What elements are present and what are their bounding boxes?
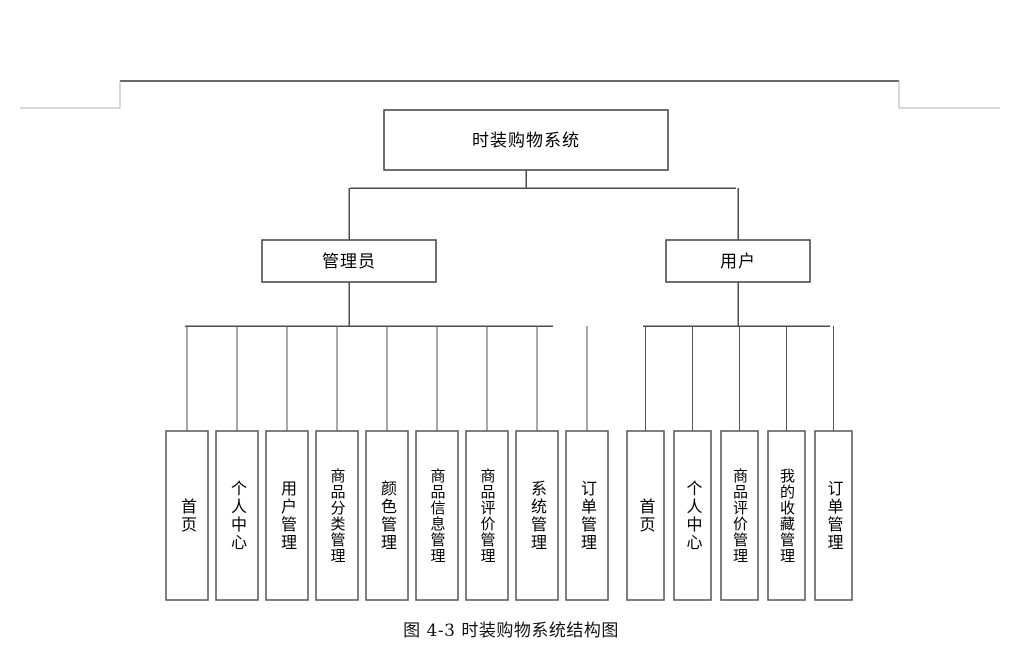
leaf-box[interactable] bbox=[515, 430, 559, 601]
leaf-label-container: 颜色管理 bbox=[378, 479, 397, 552]
page-border-decoration bbox=[20, 80, 1000, 109]
leaf-label-container: 个人中心 bbox=[228, 479, 247, 552]
leaf-box[interactable] bbox=[265, 430, 309, 601]
leaf-label: 订单管理 bbox=[824, 479, 844, 552]
leaf-box[interactable] bbox=[767, 430, 806, 601]
leaf-label: 商品信息管理 bbox=[428, 467, 447, 564]
leaf-label: 订单管理 bbox=[578, 479, 597, 552]
leaf-box[interactable] bbox=[814, 430, 853, 601]
leaf-label: 首页 bbox=[178, 497, 197, 534]
leaf-box[interactable] bbox=[165, 430, 209, 601]
leaf-label-container: 我的收藏管理 bbox=[778, 467, 796, 564]
leaf-label: 商品评价管理 bbox=[731, 467, 749, 564]
leaf-label: 系统管理 bbox=[528, 479, 547, 552]
leaf-box[interactable] bbox=[365, 430, 409, 601]
node-level2-label: 用户 bbox=[720, 252, 756, 272]
leaf-label-container: 系统管理 bbox=[528, 479, 547, 552]
leaf-label-container: 首页 bbox=[178, 497, 197, 534]
node-level2-box[interactable] bbox=[665, 239, 811, 283]
connector-root-to-level2 bbox=[350, 170, 736, 189]
leaf-label: 颜色管理 bbox=[378, 479, 397, 552]
leaf-label: 个人中心 bbox=[228, 479, 247, 552]
leaf-box[interactable] bbox=[565, 430, 609, 601]
leaf-label-container: 商品分类管理 bbox=[328, 467, 347, 564]
node-root-label: 时装购物系统 bbox=[472, 131, 580, 151]
leaf-box[interactable] bbox=[415, 430, 459, 601]
leaf-label-container: 商品信息管理 bbox=[428, 467, 447, 564]
leaf-box[interactable] bbox=[720, 430, 759, 601]
leaf-label: 用户管理 bbox=[278, 479, 297, 552]
leaf-box[interactable] bbox=[626, 430, 665, 601]
leaf-label-container: 订单管理 bbox=[578, 479, 597, 552]
leaf-label-container: 商品评价管理 bbox=[731, 467, 749, 564]
leaf-label-container: 用户管理 bbox=[278, 479, 297, 552]
leaf-box[interactable] bbox=[673, 430, 712, 601]
leaf-label: 我的收藏管理 bbox=[778, 467, 796, 564]
leaf-label-container: 订单管理 bbox=[824, 479, 844, 552]
node-root[interactable]: 时装购物系统 bbox=[383, 109, 669, 171]
leaf-label: 商品分类管理 bbox=[328, 467, 347, 564]
node-root-box[interactable] bbox=[383, 109, 669, 171]
leaf-label-container: 个人中心 bbox=[683, 479, 703, 552]
leaf-label: 商品评价管理 bbox=[478, 467, 497, 564]
leaf-label-container: 商品评价管理 bbox=[478, 467, 497, 564]
leaf-box[interactable] bbox=[215, 430, 259, 601]
figure-caption: 图 4-3 时装购物系统结构图 bbox=[403, 621, 619, 641]
leaf-label: 个人中心 bbox=[683, 479, 703, 552]
leaf-label-container: 首页 bbox=[636, 497, 656, 534]
leaf-box[interactable] bbox=[315, 430, 359, 601]
leaf-box[interactable] bbox=[465, 430, 509, 601]
node-level2-label: 管理员 bbox=[322, 252, 376, 272]
leaf-label: 首页 bbox=[636, 497, 656, 534]
